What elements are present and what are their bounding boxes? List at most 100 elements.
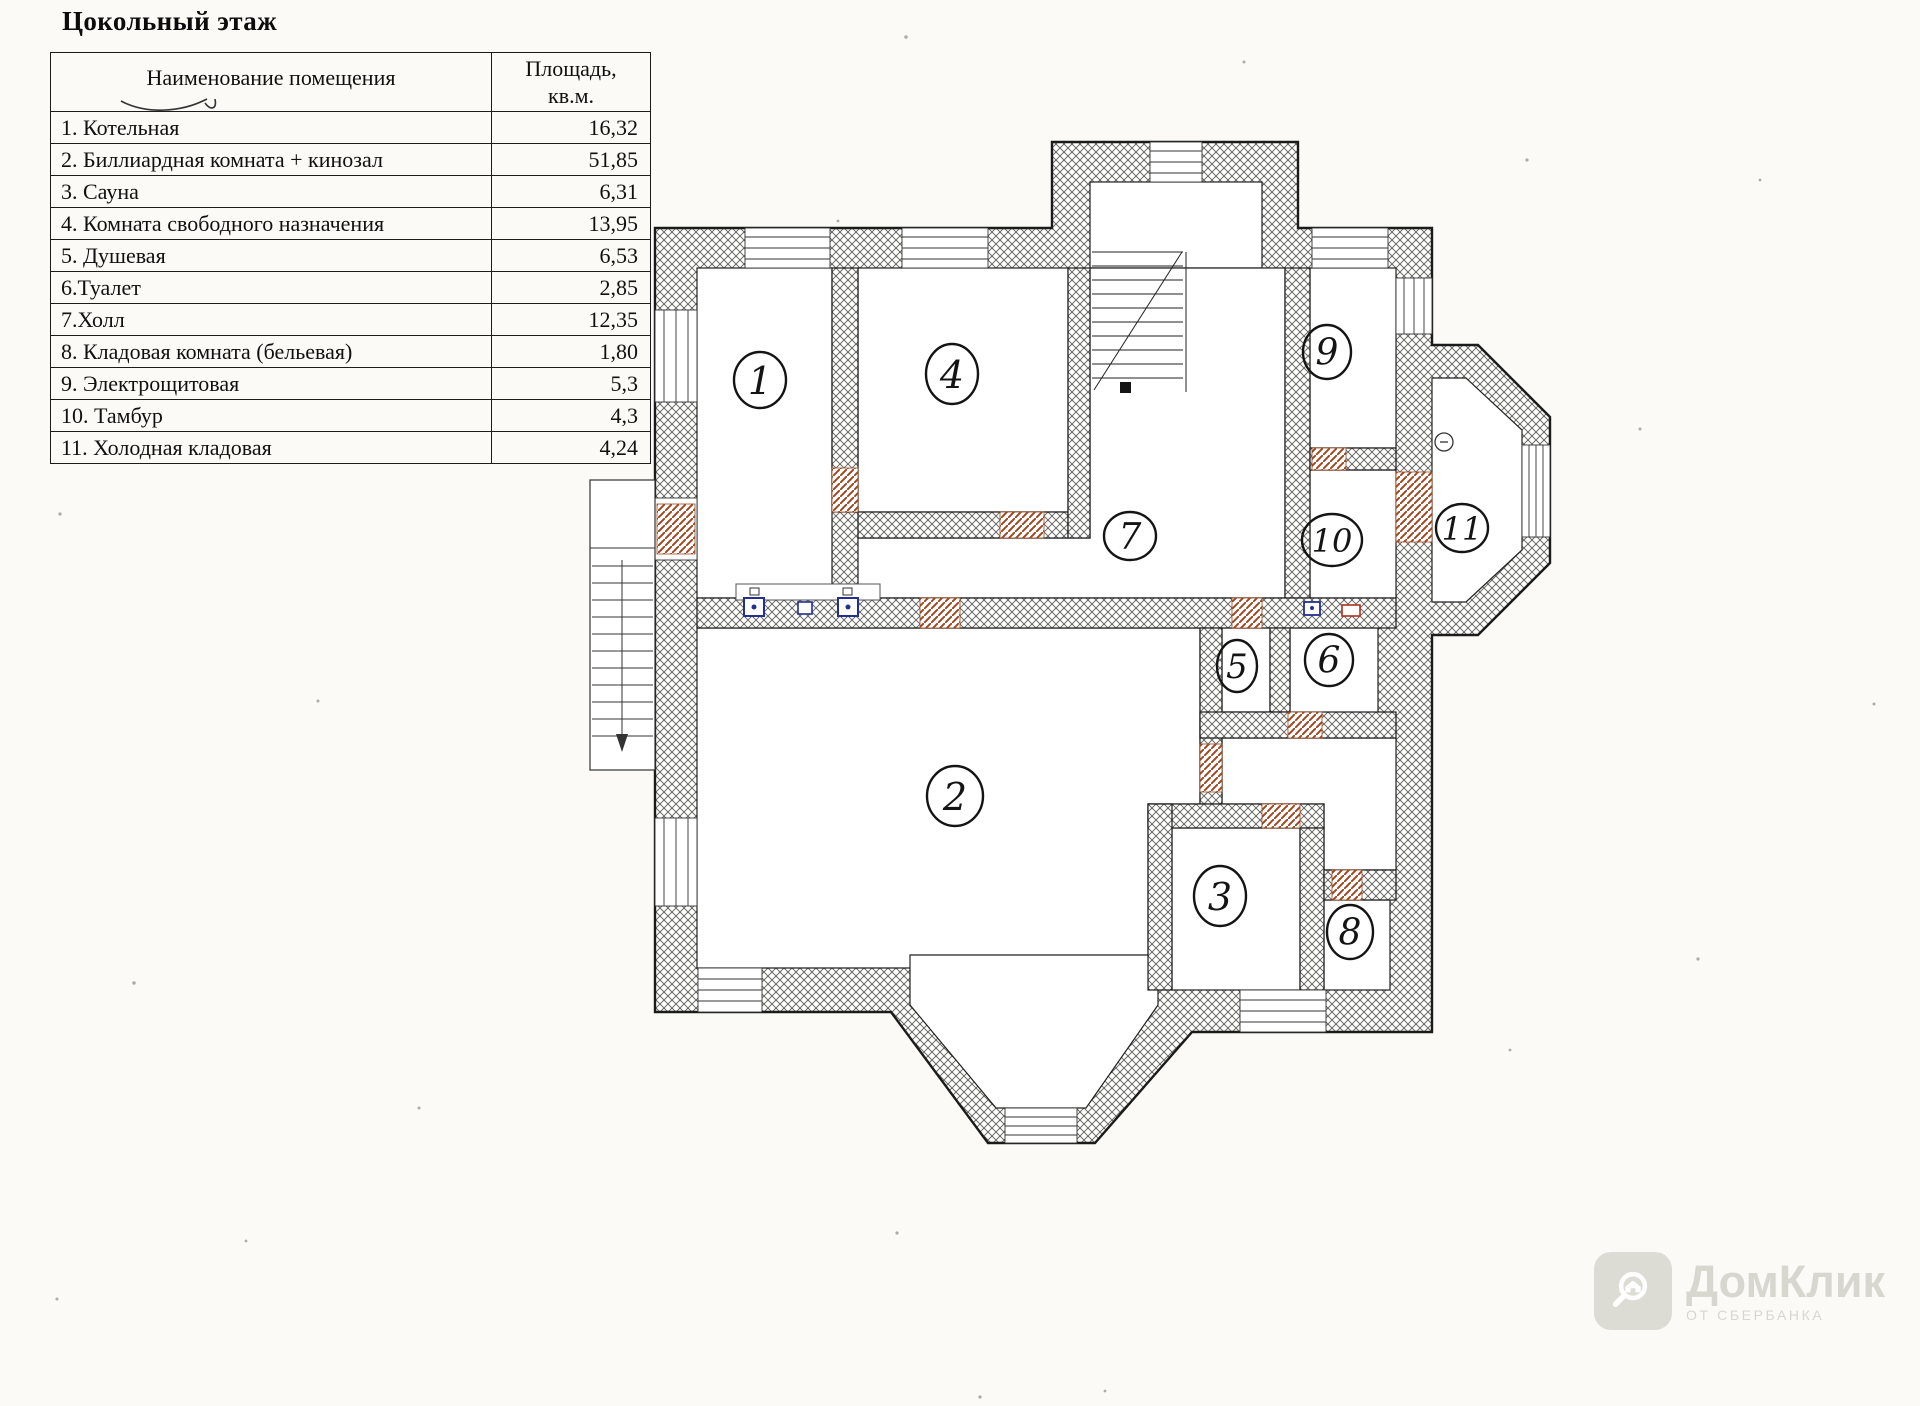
svg-text:4: 4 xyxy=(939,353,964,397)
room-area-cell: 4,3 xyxy=(491,399,651,432)
svg-text:2: 2 xyxy=(942,775,967,819)
window xyxy=(1149,141,1203,183)
window xyxy=(1311,227,1389,269)
door xyxy=(831,467,859,513)
page-title: Цокольный этаж xyxy=(62,6,278,36)
svg-text:10: 10 xyxy=(1312,522,1353,560)
room-7-interior xyxy=(857,267,1286,599)
door xyxy=(1395,471,1433,543)
window xyxy=(654,817,698,907)
window xyxy=(1395,277,1433,335)
svg-text:5: 5 xyxy=(1226,647,1248,687)
door xyxy=(1311,447,1347,471)
door xyxy=(1287,711,1323,739)
room-area-cell: 51,85 xyxy=(491,143,651,176)
window xyxy=(901,227,989,269)
window xyxy=(1239,989,1327,1033)
interior-walls xyxy=(696,267,1397,991)
stair-tower-interior xyxy=(1089,181,1263,269)
svg-text:3: 3 xyxy=(1208,875,1232,919)
tap xyxy=(749,587,760,596)
room-name-cell: 7.Холл xyxy=(50,303,492,336)
svg-text:9: 9 xyxy=(1316,333,1339,374)
room-interiors xyxy=(696,181,1523,1109)
room-label-5: 5 xyxy=(1215,638,1259,694)
domclick-watermark: ДомКлик ОТ СБЕРБАНКА xyxy=(1594,1252,1885,1330)
svg-text:6: 6 xyxy=(1318,641,1341,682)
door xyxy=(999,511,1045,539)
room-area-cell: 2,85 xyxy=(491,271,651,304)
svg-text:8: 8 xyxy=(1339,913,1362,954)
watermark-brand: ДомКлик xyxy=(1686,1256,1886,1307)
fixtures xyxy=(735,432,1454,617)
room-label-2: 2 xyxy=(925,764,985,828)
svg-text:7: 7 xyxy=(1119,517,1142,558)
room-name-cell: 10. Тамбур xyxy=(50,399,492,432)
room-area-cell: 6,53 xyxy=(491,239,651,272)
bay-fixture xyxy=(1434,432,1454,452)
room-5-interior xyxy=(1221,627,1271,713)
room-label-1: 1 xyxy=(732,350,788,410)
door xyxy=(1231,597,1263,629)
window xyxy=(697,967,763,1013)
window xyxy=(654,309,698,403)
room-8-interior xyxy=(1323,899,1391,991)
room-labels: 1 4 9 7 10 11 5 6 2 3 8 xyxy=(732,323,1490,961)
room-9-interior xyxy=(1309,267,1397,449)
room-area-cell: 1,80 xyxy=(491,335,651,368)
header-area-line2: кв.м. xyxy=(548,83,594,108)
header-area: Площадь, кв.м. xyxy=(491,52,651,112)
table-row: 8. Кладовая комната (бельевая)1,80 xyxy=(50,335,651,368)
door xyxy=(1199,743,1223,793)
room-name-cell: 11. Холодная кладовая xyxy=(50,431,492,464)
room-name-cell: 3. Сауна xyxy=(50,175,492,208)
outer-walls xyxy=(653,140,1552,1145)
header-name: Наименование помещения xyxy=(50,52,492,112)
door xyxy=(656,503,696,555)
door-openings xyxy=(656,447,1433,901)
sink xyxy=(837,597,859,617)
room-label-3: 3 xyxy=(1192,864,1248,928)
door xyxy=(919,597,961,629)
stair-post xyxy=(1120,382,1131,393)
sink xyxy=(797,601,813,615)
room-label-11: 11 xyxy=(1434,502,1490,554)
window xyxy=(744,227,831,269)
room-4-interior xyxy=(857,267,1069,513)
room-name-cell: 2. Биллиардная комната + кинозал xyxy=(50,143,492,176)
room-label-10: 10 xyxy=(1300,512,1364,568)
room-2-interior xyxy=(696,627,1201,969)
window xyxy=(1521,444,1551,538)
exterior-stair xyxy=(589,479,656,771)
room-area-cell: 12,35 xyxy=(491,303,651,336)
counter xyxy=(735,583,881,601)
room-label-4: 4 xyxy=(924,342,980,406)
room-label-7: 7 xyxy=(1102,510,1158,562)
room-name-cell: 4. Комната свободного назначения xyxy=(50,207,492,240)
table-header-row: Наименование помещения Площадь, кв.м. xyxy=(50,52,651,112)
room-10-interior xyxy=(1309,469,1397,599)
room-name-cell: 8. Кладовая комната (бельевая) xyxy=(50,335,492,368)
door xyxy=(1331,869,1363,901)
windows xyxy=(654,141,1551,1144)
room-area-cell: 16,32 xyxy=(491,111,651,144)
room-11-interior xyxy=(1431,377,1523,603)
window xyxy=(1004,1107,1078,1144)
room-6-interior xyxy=(1289,627,1379,717)
main-staircase xyxy=(1092,251,1187,393)
exterior-stair-door-gap xyxy=(654,497,698,561)
bay-window-interior xyxy=(909,954,1159,1109)
corridor-interior xyxy=(1221,737,1397,871)
house-magnifier-icon xyxy=(1612,1271,1648,1308)
watermark-subtitle: ОТ СБЕРБАНКА xyxy=(1686,1307,1825,1323)
room-label-6: 6 xyxy=(1303,632,1355,688)
room-area-cell: 4,24 xyxy=(491,431,651,464)
room-1-interior xyxy=(696,267,833,599)
